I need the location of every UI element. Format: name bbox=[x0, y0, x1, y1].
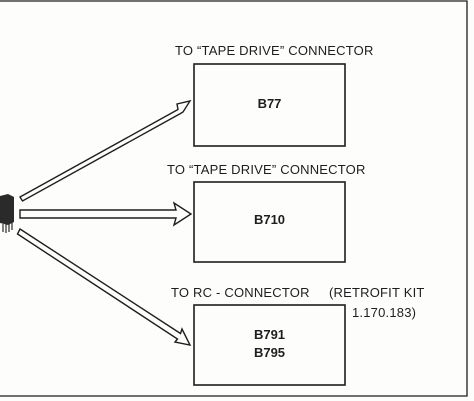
box-label-b77: B77 bbox=[257, 96, 282, 111]
retrofit-note-line1: (RETROFIT KIT bbox=[329, 285, 425, 300]
box-b77 bbox=[193, 63, 346, 147]
box-label-b795: B795 bbox=[253, 345, 286, 360]
arrow-icon-to-b710 bbox=[19, 201, 193, 227]
box-label-b791: B791 bbox=[253, 327, 286, 342]
diagram-frame bbox=[0, 0, 468, 397]
box-label-b710: B710 bbox=[253, 212, 286, 227]
caption-rc-connector: TO RC - CONNECTOR bbox=[171, 285, 310, 300]
box-b791-b795 bbox=[193, 304, 346, 386]
caption-tape-drive-2: TO “TAPE DRIVE” CONNECTOR bbox=[167, 162, 366, 177]
arrow-icon-to-b77 bbox=[19, 99, 192, 202]
box-b710 bbox=[193, 181, 346, 263]
caption-tape-drive-1: TO “TAPE DRIVE” CONNECTOR bbox=[175, 43, 374, 58]
arrow-icon-to-b791-b795 bbox=[16, 227, 192, 346]
source-connector-icon bbox=[0, 194, 14, 233]
retrofit-note-line2: 1.170.183) bbox=[352, 305, 417, 320]
